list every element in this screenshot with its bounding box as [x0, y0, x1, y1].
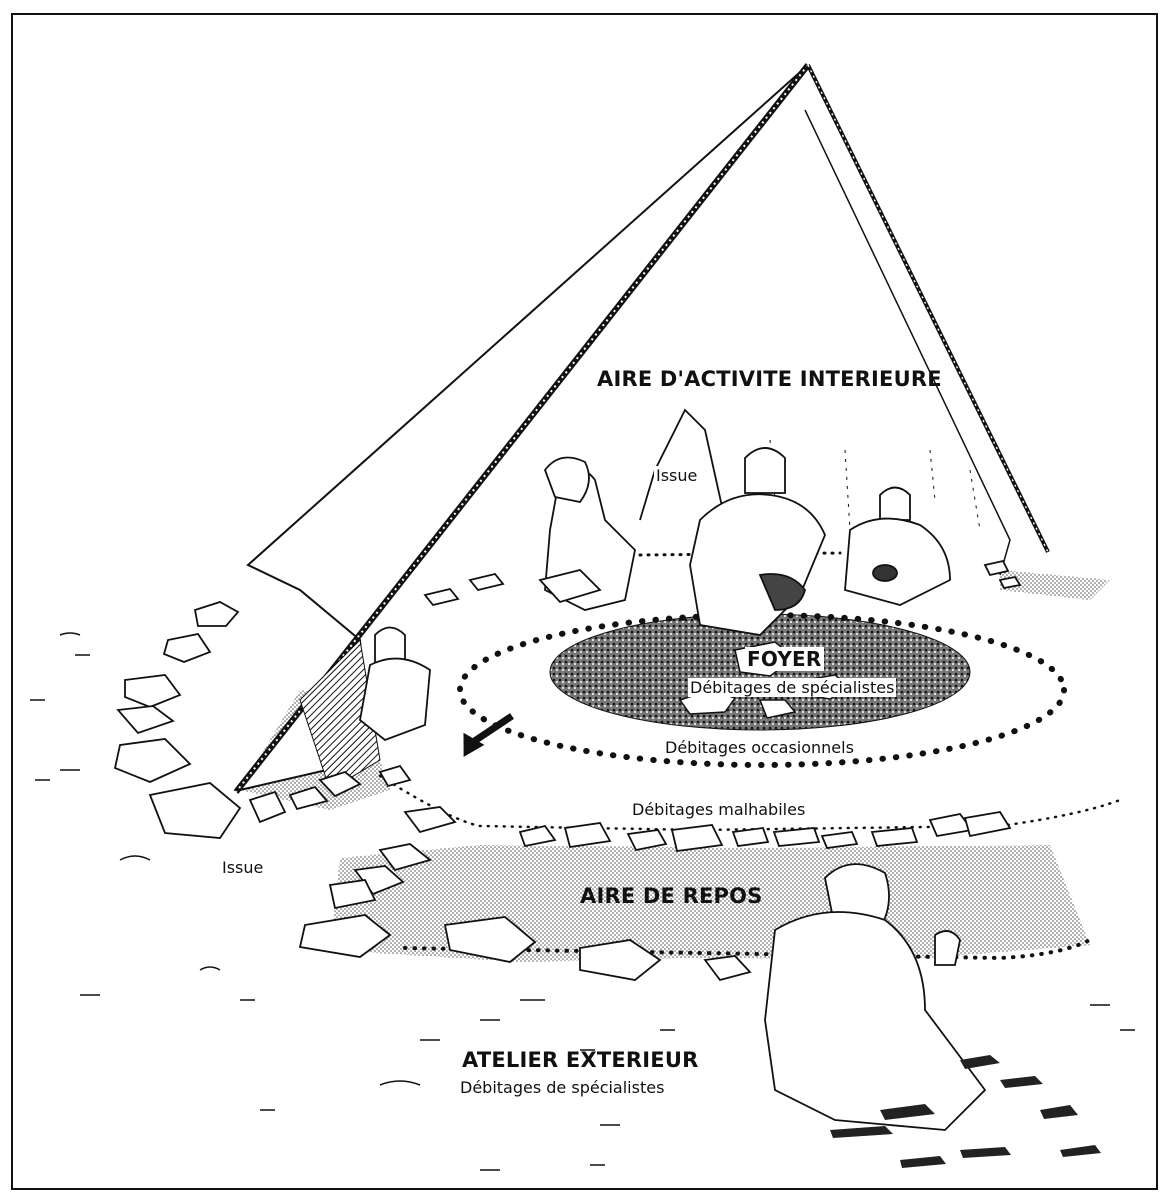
exterior-knapper-figure	[764, 863, 987, 1131]
exterior-workshop-label: ATELIER EXTERIEUR	[462, 1048, 699, 1072]
ground-marks	[30, 632, 1135, 1171]
back-exit-label: Issue	[654, 466, 700, 485]
seated-woman-figure	[538, 456, 636, 611]
interior-area-label: AIRE D'ACTIVITE INTERIEURE	[597, 367, 942, 391]
hearth-specialists-label: Débitages de spécialistes	[688, 678, 897, 697]
border	[11, 13, 1158, 1190]
exterior-debris	[830, 1055, 1101, 1168]
side-exit-label: Issue	[222, 858, 264, 877]
rest-area-label: AIRE DE REPOS	[580, 884, 763, 908]
stone-circle	[113, 559, 1022, 982]
hearth-label: FOYER	[745, 647, 824, 671]
exterior-specialists-label: Débitages de spécialistes	[460, 1078, 665, 1097]
child-at-entrance-figure	[359, 626, 431, 742]
exit-arrow	[463, 713, 514, 757]
entrance-flap	[299, 638, 381, 791]
rest-ring-bottom	[403, 938, 1092, 961]
clumsy-knapping-label: Débitages malhabiles	[632, 800, 806, 819]
central-knapper-figure	[689, 447, 826, 636]
back-exit-opening	[639, 408, 726, 521]
child-knapper-figure	[844, 486, 951, 606]
occasional-knapping-label: Débitages occasionnels	[665, 738, 854, 757]
back-right-floor	[1000, 570, 1110, 600]
